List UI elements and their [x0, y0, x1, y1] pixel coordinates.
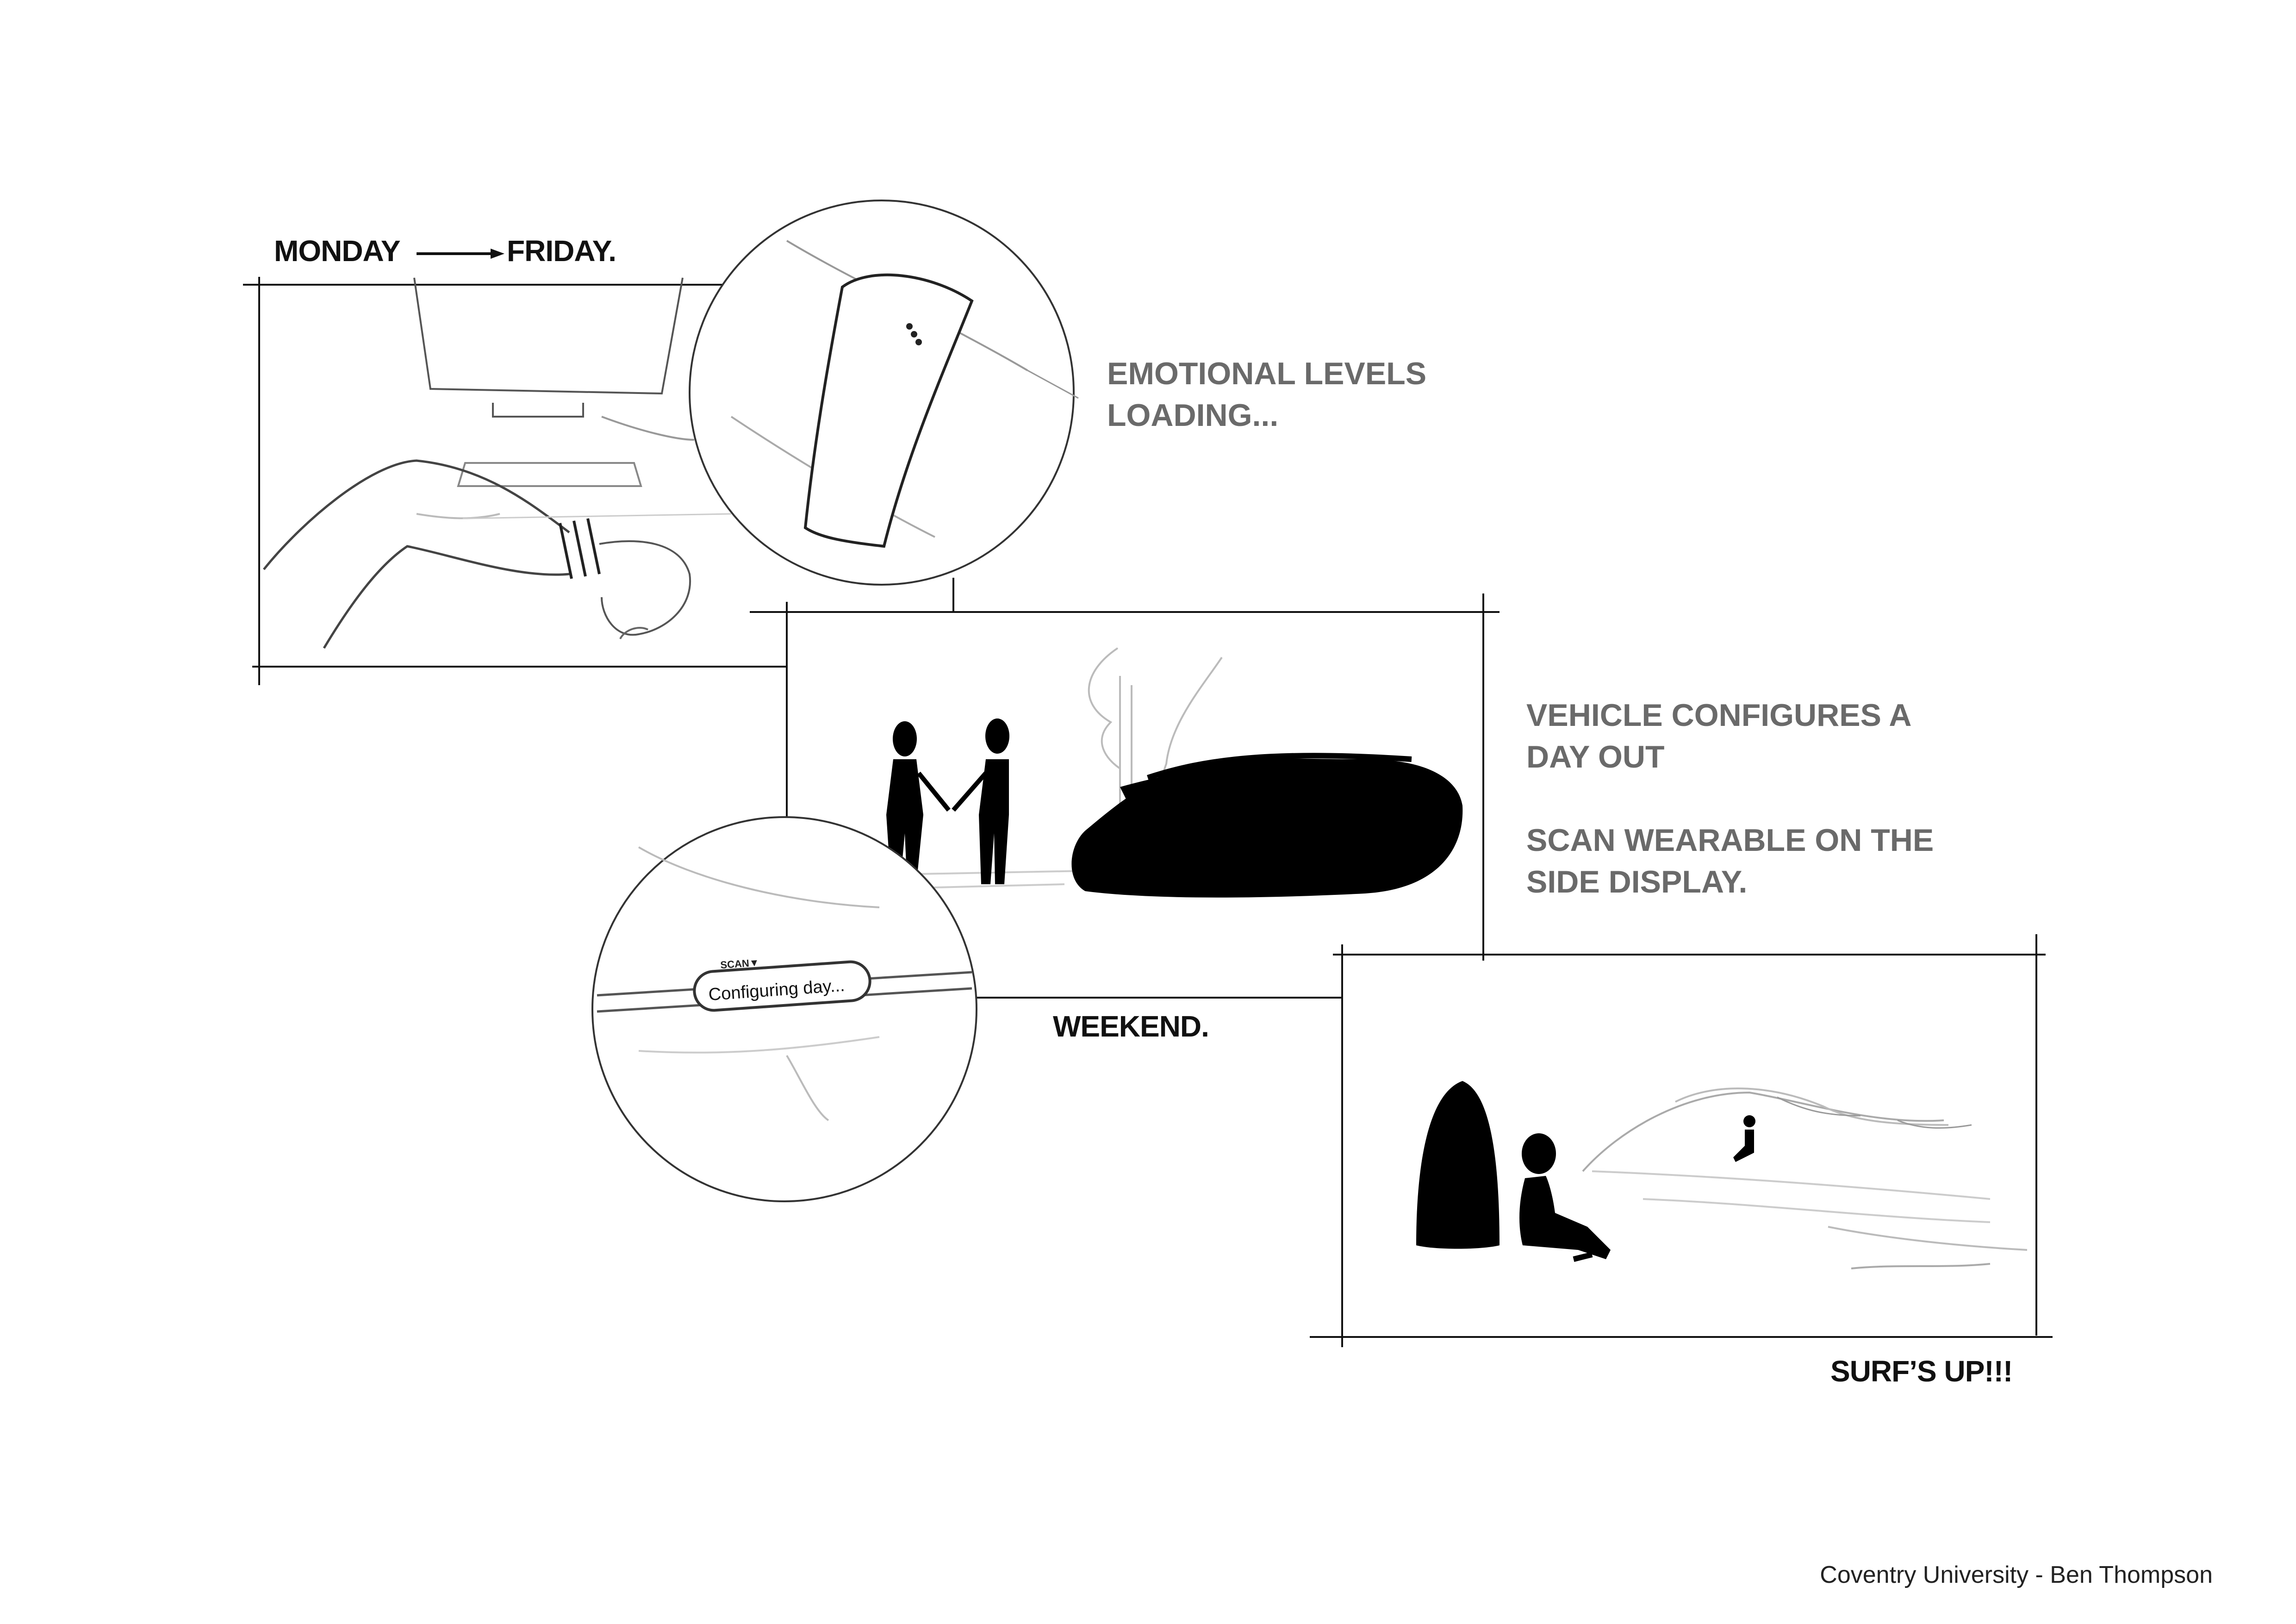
caption-vehicle-configures: VEHICLE CONFIGURES A DAY OUT — [1526, 698, 1912, 775]
scan-label: SCAN▼ — [720, 956, 760, 971]
display-zoom-circle: SCAN▼ Configuring day... — [591, 816, 977, 1202]
panel-surf — [1310, 934, 2053, 1347]
caption-scan-wearable: SCAN WEARABLE ON THE SIDE DISPLAY. — [1526, 823, 1934, 899]
credit-text: Coventry University - Ben Thompson — [1820, 1562, 2213, 1588]
arrow-right-icon — [417, 249, 504, 259]
day-to-label: FRIDAY. — [507, 234, 616, 268]
panel-monday-friday — [243, 277, 787, 685]
desk-sketch — [263, 277, 732, 649]
surfs-up-label: SURF’S UP!!! — [1830, 1355, 2013, 1388]
wearable-zoom-circle — [689, 200, 1075, 586]
weekend-label: WEEKEND. — [1053, 1010, 1209, 1043]
weekend-scene — [870, 647, 1463, 898]
day-from-label: MONDAY — [274, 234, 401, 268]
caption-emotional-levels: EMOTIONAL LEVELS LOADING... — [1107, 356, 1427, 433]
surf-scene — [1416, 1081, 2028, 1269]
